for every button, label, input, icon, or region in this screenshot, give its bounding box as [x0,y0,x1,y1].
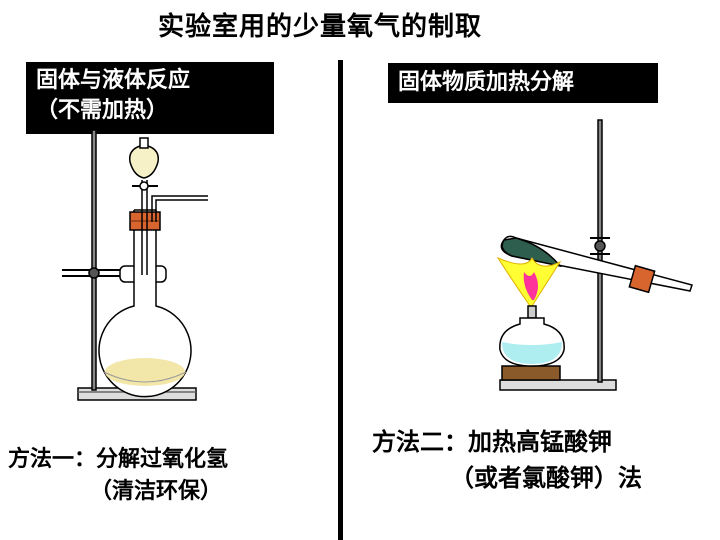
round-bottom-flask [98,210,192,398]
method-two-label-box: 固体物质加热分解 [388,63,658,103]
left-clamp-boss [88,267,100,279]
method-one-box-line1: 固体与液体反应 [36,68,191,93]
lamp-wick [527,305,537,319]
reagent-powder [501,237,562,268]
page-title: 实验室用的少量氧气的制取 [157,12,482,42]
heating-apparatus [496,119,693,391]
flask-liquid [105,358,185,386]
left-stand-rod [91,129,97,391]
method-two-description: 方法二：加热高锰酸钾 [372,428,612,456]
delivery-tube [151,195,208,222]
flask-apparatus [62,129,208,401]
right-clamp-boss [594,240,606,252]
panel-divider [338,60,343,540]
wood-block [501,365,561,381]
method-one-label-box: 固体与液体反应 （不需加热） [26,62,274,134]
method-two-box-line1: 固体物质加热分解 [398,70,575,95]
method-one-description: 方法一：分解过氧化氢 [8,447,229,472]
method-one-box-line2: （不需加热） [36,98,169,123]
tube-stopper [628,264,656,294]
method-one-note: （清洁环保） [90,479,223,504]
separatory-funnel [128,145,160,179]
method-two-note: （或者氯酸钾）法 [450,464,642,492]
flame-inner [523,272,538,300]
lamp-liquid [502,342,562,364]
